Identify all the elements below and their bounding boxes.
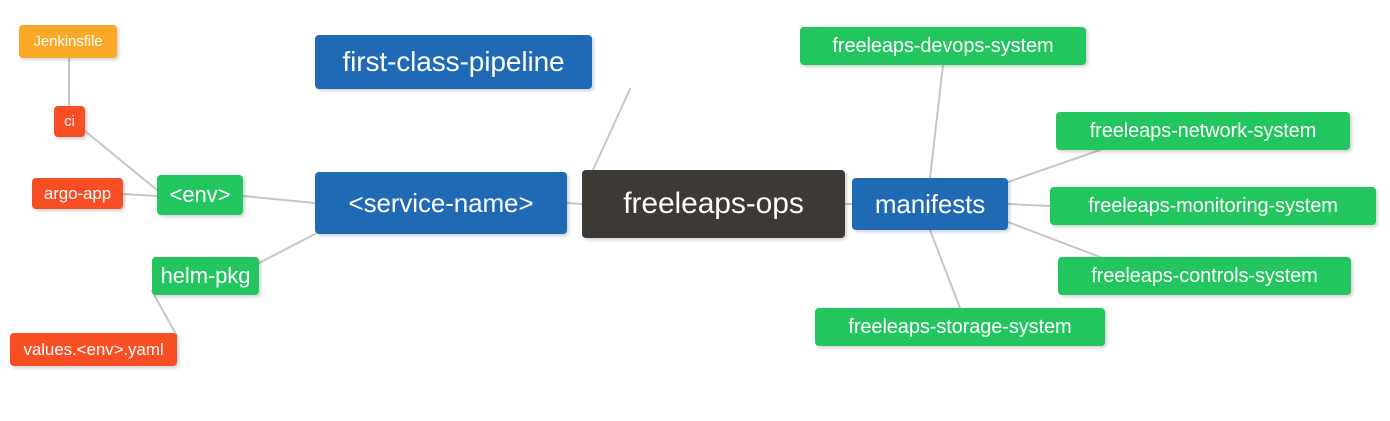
node-freeleaps-storage-system[interactable]: freeleaps-storage-system bbox=[815, 308, 1105, 346]
node-label-freeleaps-monitoring-system: freeleaps-monitoring-system bbox=[1088, 195, 1338, 217]
node-freeleaps-network-system[interactable]: freeleaps-network-system bbox=[1056, 112, 1350, 150]
node-label-first-class-pipeline: first-class-pipeline bbox=[342, 46, 565, 77]
edge-manifests-to-freeleaps-monitoring-system bbox=[1007, 203, 1051, 207]
edge-manifests-to-freeleaps-storage-system bbox=[929, 229, 961, 309]
edge-service-name-to-env bbox=[242, 195, 316, 204]
node-helm-pkg[interactable]: helm-pkg bbox=[152, 257, 259, 295]
node-argo-app[interactable]: argo-app bbox=[32, 178, 123, 209]
node-freeleaps-monitoring-system[interactable]: freeleaps-monitoring-system bbox=[1050, 187, 1376, 225]
node-freeleaps-devops-system[interactable]: freeleaps-devops-system bbox=[800, 27, 1086, 65]
edge-service-name-to-helm-pkg bbox=[258, 233, 316, 264]
edge-manifests-to-freeleaps-controls-system bbox=[1007, 221, 1101, 258]
node-label-jenkinsfile: Jenkinsfile bbox=[33, 33, 103, 50]
node-ci[interactable]: ci bbox=[54, 106, 85, 137]
node-env[interactable]: <env> bbox=[157, 175, 243, 215]
edge-manifests-to-freeleaps-network-system bbox=[1007, 149, 1101, 183]
node-label-freeleaps-controls-system: freeleaps-controls-system bbox=[1091, 265, 1318, 287]
node-values-env-yaml[interactable]: values.<env>.yaml bbox=[10, 333, 177, 366]
node-label-argo-app: argo-app bbox=[43, 184, 112, 203]
edge-env-to-argo-app bbox=[122, 193, 158, 197]
edge-freeleaps-ops-to-service-name bbox=[566, 202, 583, 205]
node-label-freeleaps-storage-system: freeleaps-storage-system bbox=[848, 316, 1072, 338]
node-first-class-pipeline[interactable]: first-class-pipeline bbox=[315, 35, 592, 89]
node-label-ci: ci bbox=[64, 113, 75, 130]
node-label-freeleaps-network-system: freeleaps-network-system bbox=[1089, 120, 1317, 142]
node-freeleaps-ops[interactable]: freeleaps-ops bbox=[582, 170, 845, 238]
edge-manifests-to-freeleaps-devops-system bbox=[929, 64, 944, 179]
node-manifests[interactable]: manifests bbox=[852, 178, 1008, 230]
edge-freeleaps-ops-to-first-class-pipeline bbox=[592, 88, 631, 171]
node-label-manifests: manifests bbox=[874, 189, 986, 219]
node-label-values-env-yaml: values.<env>.yaml bbox=[23, 340, 164, 359]
edge-helm-pkg-to-values-env-yaml bbox=[151, 290, 178, 337]
node-freeleaps-controls-system[interactable]: freeleaps-controls-system bbox=[1058, 257, 1351, 295]
node-label-freeleaps-ops: freeleaps-ops bbox=[623, 187, 804, 220]
node-label-env: <env> bbox=[169, 182, 231, 207]
node-label-service-name: <service-name> bbox=[348, 188, 534, 218]
node-label-freeleaps-devops-system: freeleaps-devops-system bbox=[832, 35, 1054, 57]
node-label-helm-pkg: helm-pkg bbox=[160, 263, 251, 288]
node-service-name[interactable]: <service-name> bbox=[315, 172, 567, 234]
node-jenkinsfile[interactable]: Jenkinsfile bbox=[19, 25, 117, 58]
